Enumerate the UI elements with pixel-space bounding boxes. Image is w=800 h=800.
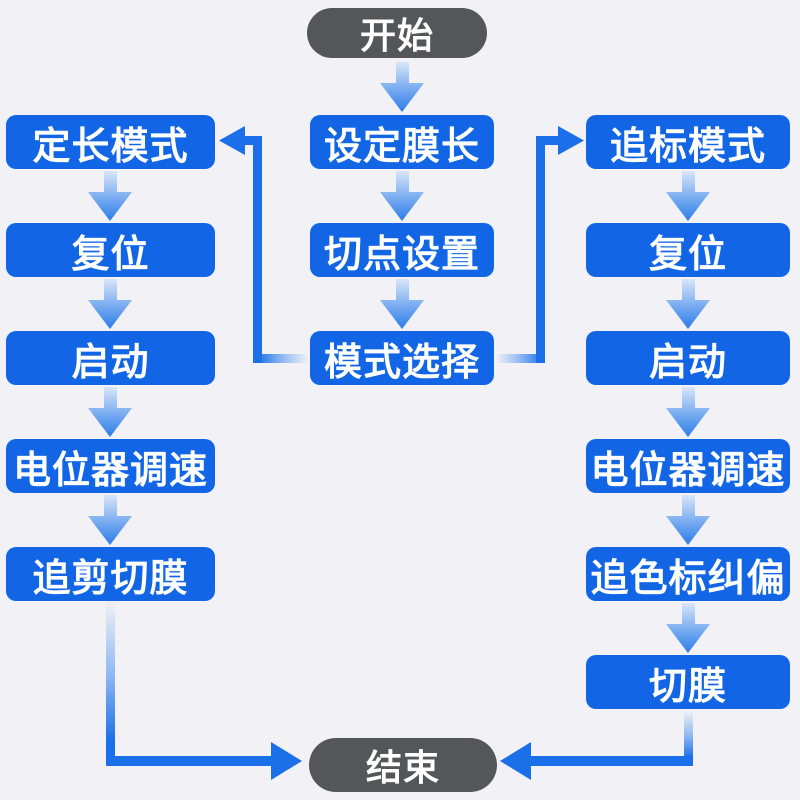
step-start-left: 启动 xyxy=(6,331,215,385)
connector-mode-to-left-horizontal xyxy=(257,354,308,363)
down-arrow-icon xyxy=(88,495,132,545)
step-potentiometer-speed-right: 电位器调速 xyxy=(586,439,790,493)
arrow-head xyxy=(380,83,424,112)
end-terminal: 结束 xyxy=(309,738,497,792)
arrow-stem xyxy=(103,171,117,192)
arrow-stem xyxy=(395,279,409,300)
down-arrow-icon xyxy=(666,279,710,329)
arrow-head xyxy=(88,300,132,329)
connector-left-to-end-horizontal xyxy=(106,756,272,766)
arrow-head xyxy=(666,516,710,545)
arrow-stem xyxy=(103,387,117,408)
step-reset-left: 复位 xyxy=(6,223,215,277)
right-arrowhead-icon xyxy=(558,126,584,155)
step-chase-mark-mode: 追标模式 xyxy=(586,115,790,169)
arrow-head xyxy=(88,408,132,437)
connector-mode-to-left-top xyxy=(243,136,262,145)
arrow-stem xyxy=(681,171,695,192)
arrow-stem xyxy=(103,279,117,300)
arrow-head xyxy=(88,516,132,545)
arrow-head xyxy=(380,300,424,329)
connector-mode-to-right-top xyxy=(540,136,559,145)
step-chase-cut-film: 追剪切膜 xyxy=(6,547,215,601)
arrow-head xyxy=(666,624,710,653)
step-color-mark-correction: 追色标纠偏 xyxy=(586,547,790,601)
down-arrow-icon xyxy=(666,171,710,221)
down-arrow-icon xyxy=(666,495,710,545)
step-reset-right: 复位 xyxy=(586,223,790,277)
arrow-head xyxy=(666,408,710,437)
start-terminal: 开始 xyxy=(307,8,487,58)
step-fixed-length-mode: 定长模式 xyxy=(6,115,215,169)
step-start-right: 启动 xyxy=(586,331,790,385)
down-arrow-icon xyxy=(380,279,424,329)
down-arrow-icon xyxy=(88,387,132,437)
down-arrow-icon xyxy=(88,171,132,221)
connector-right-to-end-vertical xyxy=(684,711,693,766)
right-arrowhead-icon xyxy=(271,742,302,780)
arrow-stem xyxy=(395,171,409,192)
down-arrow-icon xyxy=(666,603,710,653)
left-arrowhead-icon xyxy=(219,126,245,155)
arrow-stem xyxy=(681,387,695,408)
step-set-film-length: 设定膜长 xyxy=(310,115,494,169)
down-arrow-icon xyxy=(380,171,424,221)
arrow-stem xyxy=(681,279,695,300)
connector-mode-to-right-vertical xyxy=(536,136,545,363)
arrow-head xyxy=(666,300,710,329)
arrow-head xyxy=(666,192,710,221)
arrow-head xyxy=(88,192,132,221)
down-arrow-icon xyxy=(380,62,424,112)
left-arrowhead-icon xyxy=(500,742,531,780)
step-potentiometer-speed-left: 电位器调速 xyxy=(6,439,215,493)
step-mode-select: 模式选择 xyxy=(310,331,494,385)
arrow-stem xyxy=(103,495,117,516)
arrow-stem xyxy=(681,495,695,516)
down-arrow-icon xyxy=(666,387,710,437)
arrow-stem xyxy=(395,62,409,83)
step-cut-point-setting: 切点设置 xyxy=(310,223,494,277)
step-cut-film: 切膜 xyxy=(586,655,790,709)
connector-mode-to-left-vertical xyxy=(253,136,262,363)
arrow-head xyxy=(380,192,424,221)
connector-left-to-end-vertical xyxy=(106,601,115,766)
connector-mode-to-right-horizontal xyxy=(496,354,544,363)
down-arrow-icon xyxy=(88,279,132,329)
connector-right-to-end-horizontal xyxy=(530,756,693,766)
arrow-stem xyxy=(681,603,695,624)
